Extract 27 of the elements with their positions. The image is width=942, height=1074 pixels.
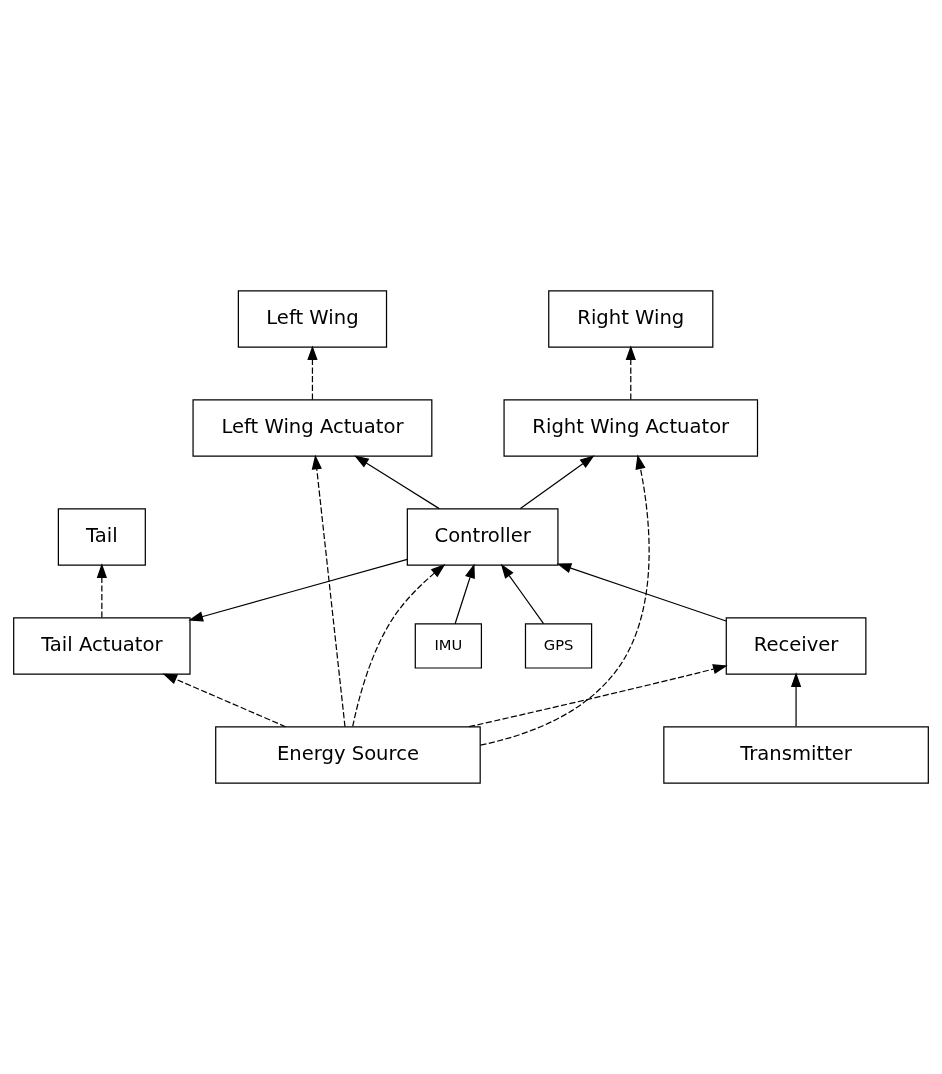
node-box: Tail [57,508,146,566]
arrow [625,345,636,400]
arrow [519,455,595,510]
arrow [479,454,650,746]
node-box: Right Wing [548,290,714,348]
node-box: Right Wing Actuator [503,399,759,457]
arrow [352,564,446,727]
arrow [556,563,727,622]
arrow [188,558,408,622]
node-box: Left Wing [237,290,388,348]
arrow [311,454,346,728]
arrow [307,345,318,400]
node-box: Left Wing Actuator [192,399,433,457]
arrow [354,455,440,510]
node-box: IMU [414,623,483,669]
node-box: Energy Source [215,726,481,784]
arrow [500,563,545,625]
node-box: Transmitter [663,726,929,784]
arrow [454,563,475,625]
arrow [162,673,287,728]
arrow [790,672,802,727]
node-box: Tail Actuator [13,617,191,675]
arrow [96,563,107,618]
node-box: Receiver [725,617,867,675]
node-box: Controller [406,508,559,566]
arrow [468,664,728,728]
node-box: GPS [524,623,593,669]
